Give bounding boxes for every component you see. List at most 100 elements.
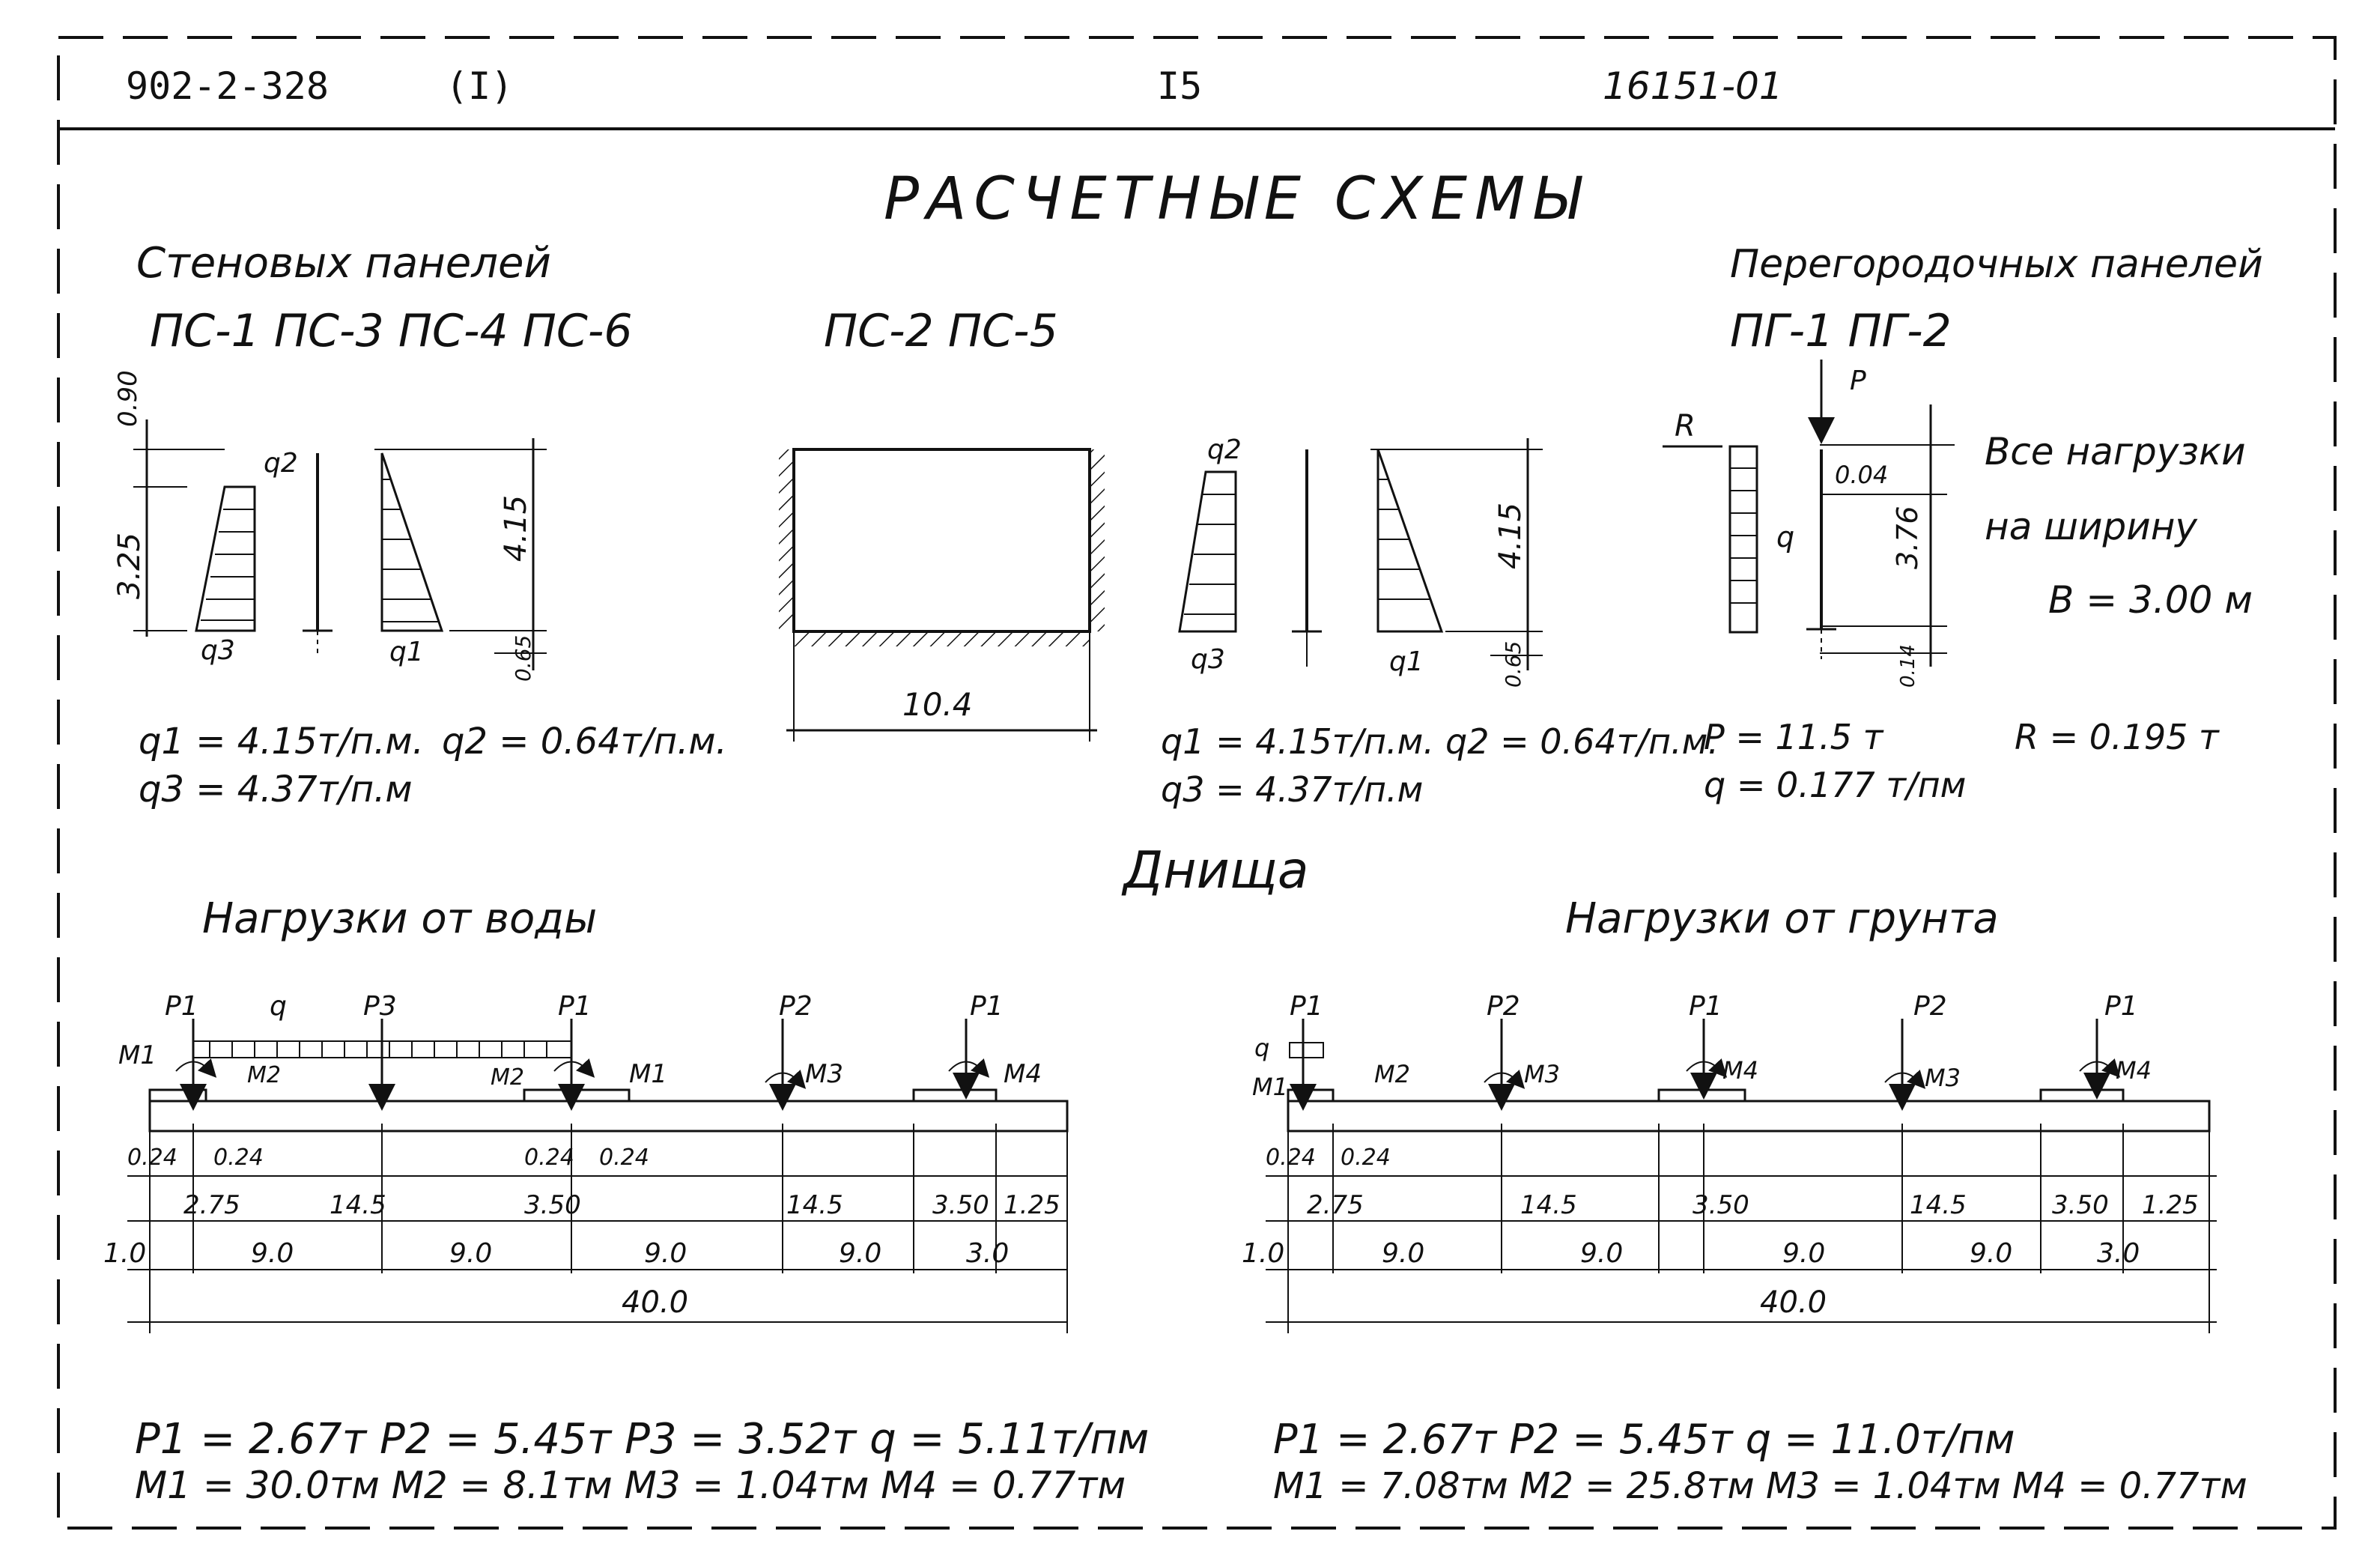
- water-loads-section: Нагрузки от воды: [103, 894, 1149, 1507]
- w-dim-small-4: 0.24: [599, 1145, 649, 1171]
- s-label-p2a: P2: [1487, 991, 1520, 1022]
- w-label-q: q: [270, 991, 287, 1022]
- w-label-m3: M3: [805, 1059, 843, 1089]
- note-line2: на ширину: [1985, 505, 2198, 548]
- w-dim-r1-0: 2.75: [183, 1190, 240, 1220]
- s-dim-r1-0: 2.75: [1307, 1190, 1364, 1220]
- s-dim-r2-2: 9.0: [1580, 1238, 1623, 1269]
- dim-top: 0.90: [113, 370, 143, 427]
- part-number: (I): [446, 64, 513, 108]
- label-q2b: q2: [1207, 434, 1242, 465]
- page-title: РАСЧЕТНЫЕ СХЕМЫ: [884, 166, 1588, 233]
- s-dim-small-2: 0.24: [1341, 1145, 1391, 1171]
- bottom-slab-heading: Днища: [1121, 841, 1309, 900]
- s-label-m2: M2: [1374, 1060, 1410, 1088]
- header-stamp: 902-2-328 (I) I5 16151-01: [126, 64, 1783, 108]
- s-label-p2b: P2: [1913, 991, 1947, 1022]
- wall-group2-q3: q3 = 4.37т/п.м: [1161, 769, 1423, 810]
- s-dim-r2-1: 9.0: [1382, 1238, 1424, 1269]
- w-dim-r1-2: 3.50: [524, 1190, 581, 1220]
- s-label-p1a: P1: [1290, 991, 1323, 1022]
- w-dim-r1-3: 14.5: [786, 1190, 843, 1220]
- s-label-p1c: P1: [2104, 991, 2138, 1022]
- w-label-m2b: M2: [491, 1064, 524, 1091]
- wall-group1-q3: q3 = 4.37т/п.м: [139, 769, 413, 810]
- dim-top-p: 0.04: [1835, 461, 1888, 489]
- w-label-m1b: M1: [629, 1059, 667, 1089]
- dim-height-p: 3.76: [1891, 506, 1924, 569]
- dim-mid: 3.25: [112, 533, 147, 599]
- w-dim-r2-5: 3.0: [966, 1238, 1009, 1269]
- w-label-m4: M4: [1004, 1059, 1042, 1089]
- s-label-m4a: M4: [1722, 1056, 1758, 1085]
- s-dim-r1-2: 3.50: [1693, 1190, 1749, 1220]
- soil-results-2: M1 = 7.08тм M2 = 25.8тм M3 = 1.04тм M4 =…: [1273, 1465, 2247, 1507]
- soil-loads-section: Нагрузки от грунта P1 P2 P1 P2 P1 q M1 M…: [1242, 894, 2247, 1507]
- w-label-p1a: P1: [165, 991, 198, 1022]
- label-p: P: [1850, 366, 1866, 396]
- dim-bottom-b: 0.65: [1501, 641, 1526, 688]
- water-results-2: M1 = 30.0тм M2 = 8.1тм M3 = 1.04тм M4 = …: [135, 1464, 1126, 1507]
- partition-heading: Перегородочных панелей: [1730, 242, 2263, 287]
- w-label-m2a: M2: [247, 1062, 281, 1088]
- s-dim-r1-1: 14.5: [1520, 1190, 1577, 1220]
- dim-bottom: 0.65: [511, 635, 535, 682]
- s-dim-r1-4: 3.50: [2052, 1190, 2109, 1220]
- w-dim-total: 40.0: [622, 1285, 688, 1320]
- w-dim-r1-4: 3.50: [932, 1190, 989, 1220]
- load-note: Все нагрузки на ширину В = 3.00 м: [1985, 430, 2253, 622]
- w-dim-r2-2: 9.0: [449, 1238, 492, 1269]
- water-heading: Нагрузки от воды: [202, 894, 597, 943]
- w-dim-r1-1: 14.5: [330, 1190, 386, 1220]
- s-dim-total: 40.0: [1760, 1285, 1827, 1320]
- water-results-1: P1 = 2.67т P2 = 5.45т P3 = 3.52т q = 5.1…: [135, 1415, 1149, 1464]
- s-dim-r2-4: 9.0: [1970, 1238, 2012, 1269]
- document-code: 16151-01: [1603, 64, 1783, 108]
- s-label-m3b: M3: [1925, 1064, 1961, 1092]
- label-q3b: q3: [1191, 644, 1225, 675]
- w-label-m1a: M1: [118, 1040, 157, 1070]
- s-label-m3a: M3: [1524, 1060, 1560, 1088]
- wall-group2-diagram: q2 q3 q1 4.15 0.65: [1178, 434, 1543, 688]
- series-number: 902-2-328: [126, 64, 329, 108]
- plate-diagram: 10.4: [779, 448, 1105, 742]
- s-label-m1: M1: [1252, 1073, 1288, 1101]
- w-dim-r2-4: 9.0: [839, 1238, 881, 1269]
- w-label-p3: P3: [363, 991, 397, 1022]
- label-q1: q1: [389, 637, 424, 667]
- partition-r-value: R = 0.195 т: [2015, 717, 2220, 757]
- note-line1: Все нагрузки: [1985, 430, 2246, 473]
- dim-bottom-p: 0.14: [1897, 644, 1919, 688]
- wall-group1-marks: ПС-1 ПС-3 ПС-4 ПС-6: [150, 305, 633, 357]
- s-label-m4b: M4: [2116, 1056, 2152, 1085]
- w-label-p1c: P1: [970, 991, 1004, 1022]
- w-dim-small-1: 0.24: [127, 1145, 177, 1171]
- label-q1b: q1: [1389, 646, 1424, 677]
- s-dim-small-1: 0.24: [1266, 1145, 1316, 1171]
- partition-diagram: P R q 0.04 3.76 0.14: [1663, 360, 1955, 688]
- w-label-p2: P2: [779, 991, 813, 1022]
- s-dim-r1-5: 1.25: [2142, 1190, 2199, 1220]
- s-label-p1b: P1: [1689, 991, 1722, 1022]
- wall-group1-q2: q2 = 0.64т/п.м.: [442, 721, 727, 763]
- s-dim-r1-3: 14.5: [1910, 1190, 1967, 1220]
- label-q3: q3: [201, 635, 235, 666]
- partition-p-value: P = 11.5 т: [1704, 717, 1884, 757]
- label-q: q: [1776, 521, 1794, 554]
- w-dim-small-3: 0.24: [524, 1145, 574, 1171]
- dim-height: 4.15: [499, 495, 533, 562]
- wall-group1-diagram: 0.90 3.25 q2 q3 q1: [112, 370, 547, 682]
- wall-panels-heading: Стеновых панелей: [136, 239, 551, 288]
- dim-height-b: 4.15: [1493, 503, 1528, 569]
- wall-group2-marks: ПС-2 ПС-5: [824, 305, 1058, 357]
- wall-group2-q2: q2 = 0.64т/п.м.: [1445, 721, 1719, 762]
- plate-span: 10.4: [902, 686, 973, 723]
- partition-marks: ПГ-1 ПГ-2: [1730, 305, 1952, 357]
- partition-q-value: q = 0.177 т/пм: [1704, 765, 1966, 805]
- soil-beam-diagram: P1 P2 P1 P2 P1 q M1 M2 M3 M4 M3 M4: [1242, 991, 2217, 1333]
- s-label-q: q: [1254, 1034, 1269, 1062]
- wall-panels-section: Стеновых панелей ПС-1 ПС-3 ПС-4 ПС-6 0.9…: [112, 239, 1719, 810]
- s-dim-r2-3: 9.0: [1782, 1238, 1825, 1269]
- sheet-number: I5: [1157, 64, 1202, 108]
- label-q2: q2: [264, 448, 298, 479]
